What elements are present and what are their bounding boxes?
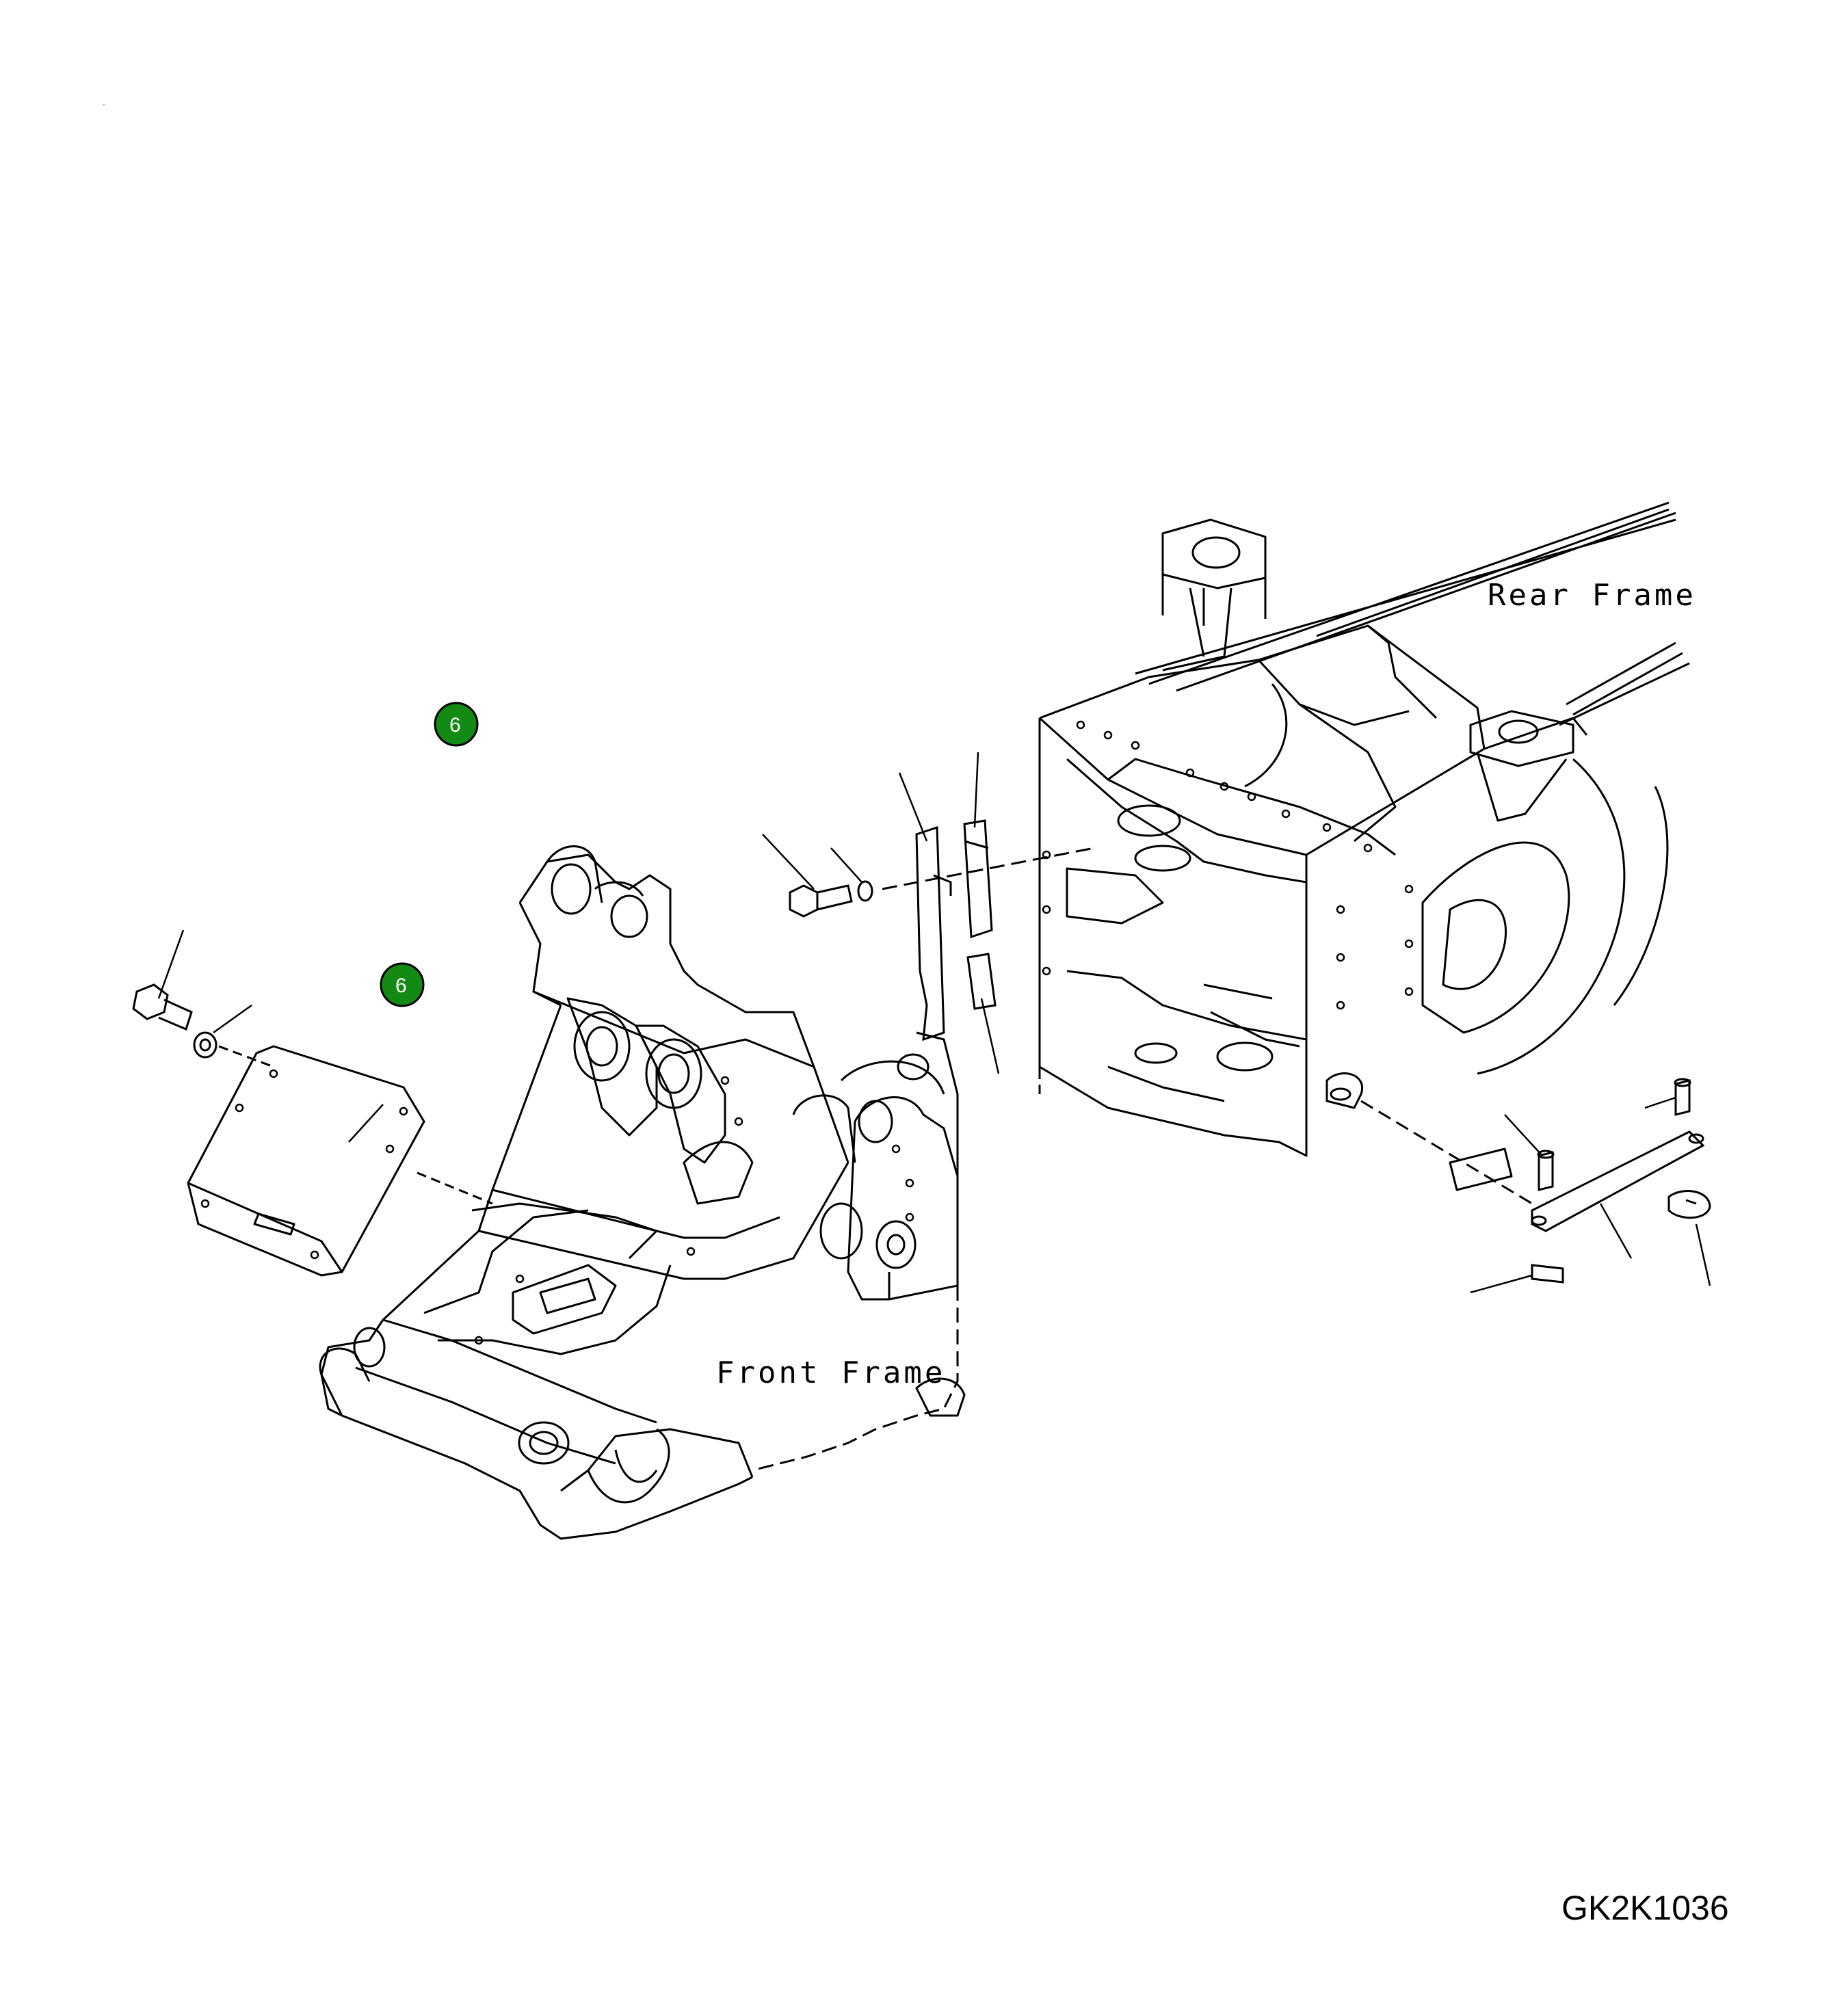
front-frame-assembly [319,845,966,1540]
rear-frame-label: Rear Frame [1488,578,1696,613]
callout-number: 6 [449,714,461,737]
callout-circle [380,962,425,1007]
front-frame-label: Front Frame [716,1355,945,1390]
drawing-code: GK2K1036 [1561,1889,1729,1927]
cover-plate [187,1045,493,1277]
leader-lines [157,752,1711,1294]
rear-frame-assembly [882,501,1690,1191]
stray-dot [103,104,105,105]
callout-6-lower[interactable]: 6 [380,962,425,1007]
callout-6-upper[interactable]: 6 [434,702,479,747]
callout-number: 6 [395,974,407,997]
cover-bolt [132,983,217,1059]
shim-set [789,819,997,1042]
link-bar-and-pins [1360,1078,1711,1284]
callout-circle [434,702,479,747]
